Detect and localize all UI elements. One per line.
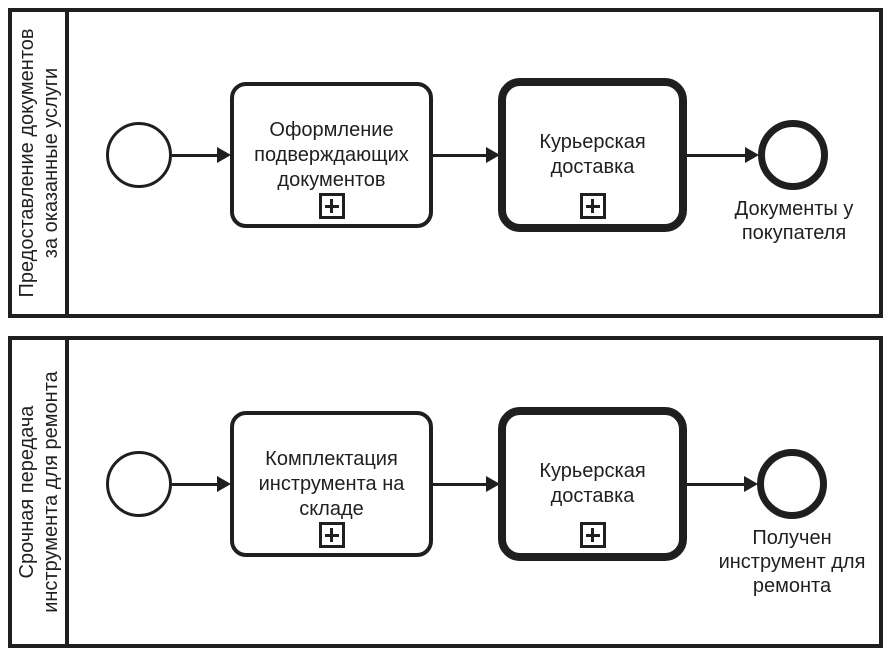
plus-icon-bar xyxy=(330,528,333,542)
subprocess-courier-delivery-pool1: Курьерская доставка xyxy=(498,78,687,232)
flow-line xyxy=(686,153,747,157)
start-event-pool-1 xyxy=(106,122,172,188)
arrowhead-icon xyxy=(217,476,231,492)
sequence-flow-pool1-delivery-to-end xyxy=(686,147,759,163)
end-event-label-pool-1: Документы у покупателя xyxy=(734,198,854,244)
arrowhead-icon xyxy=(744,476,758,492)
subprocess-tool-assembly-label: Комплектация инструмента на складе xyxy=(258,447,405,520)
end-event-pool-1 xyxy=(758,120,828,190)
pool-tools-title: Срочная передача инструмента для ремонта xyxy=(15,371,62,613)
subprocess-plus-icon xyxy=(579,193,606,219)
subprocess-courier-delivery-pool2-label: Курьерская доставка xyxy=(539,460,646,507)
flow-line xyxy=(172,153,219,157)
subprocess-tool-assembly: Комплектация инструмента на складе xyxy=(230,411,433,557)
subprocess-document-preparation: Оформление подверждающих документов xyxy=(230,82,433,228)
arrowhead-icon xyxy=(745,147,759,163)
sequence-flow-pool2-start-to-task xyxy=(172,476,231,492)
pool-documents-title: Предоставление документов за оказанные у… xyxy=(15,28,62,298)
plus-icon-bar xyxy=(330,199,333,213)
arrowhead-icon xyxy=(217,147,231,163)
sequence-flow-pool1-start-to-task xyxy=(172,147,231,163)
arrowhead-icon xyxy=(486,476,500,492)
sequence-flow-pool1-task-to-delivery xyxy=(432,147,500,163)
subprocess-plus-icon xyxy=(579,522,606,548)
plus-icon-bar xyxy=(591,199,594,213)
subprocess-document-preparation-label: Оформление подверждающих документов xyxy=(254,118,409,191)
start-event-pool-2 xyxy=(106,451,172,517)
flow-line xyxy=(432,482,488,486)
flow-line xyxy=(432,153,488,157)
pool-urgent-tool-transfer: Срочная передача инструмента для ремонта xyxy=(8,336,883,648)
pool-tools-title-lane: Срочная передача инструмента для ремонта xyxy=(12,340,69,644)
end-event-pool-2 xyxy=(757,449,827,519)
flow-line xyxy=(686,482,746,486)
subprocess-courier-delivery-pool2: Курьерская доставка xyxy=(498,407,687,561)
subprocess-plus-icon xyxy=(318,193,345,219)
flow-line xyxy=(172,482,219,486)
subprocess-plus-icon xyxy=(318,522,345,548)
plus-icon-bar xyxy=(591,528,594,542)
sequence-flow-pool2-task-to-delivery xyxy=(432,476,500,492)
end-event-label-pool-2: Получен инструмент для ремонта xyxy=(718,527,866,597)
sequence-flow-pool2-delivery-to-end xyxy=(686,476,758,492)
subprocess-courier-delivery-pool1-label: Курьерская доставка xyxy=(539,131,646,178)
pool-documents-title-lane: Предоставление документов за оказанные у… xyxy=(12,12,69,314)
arrowhead-icon xyxy=(486,147,500,163)
